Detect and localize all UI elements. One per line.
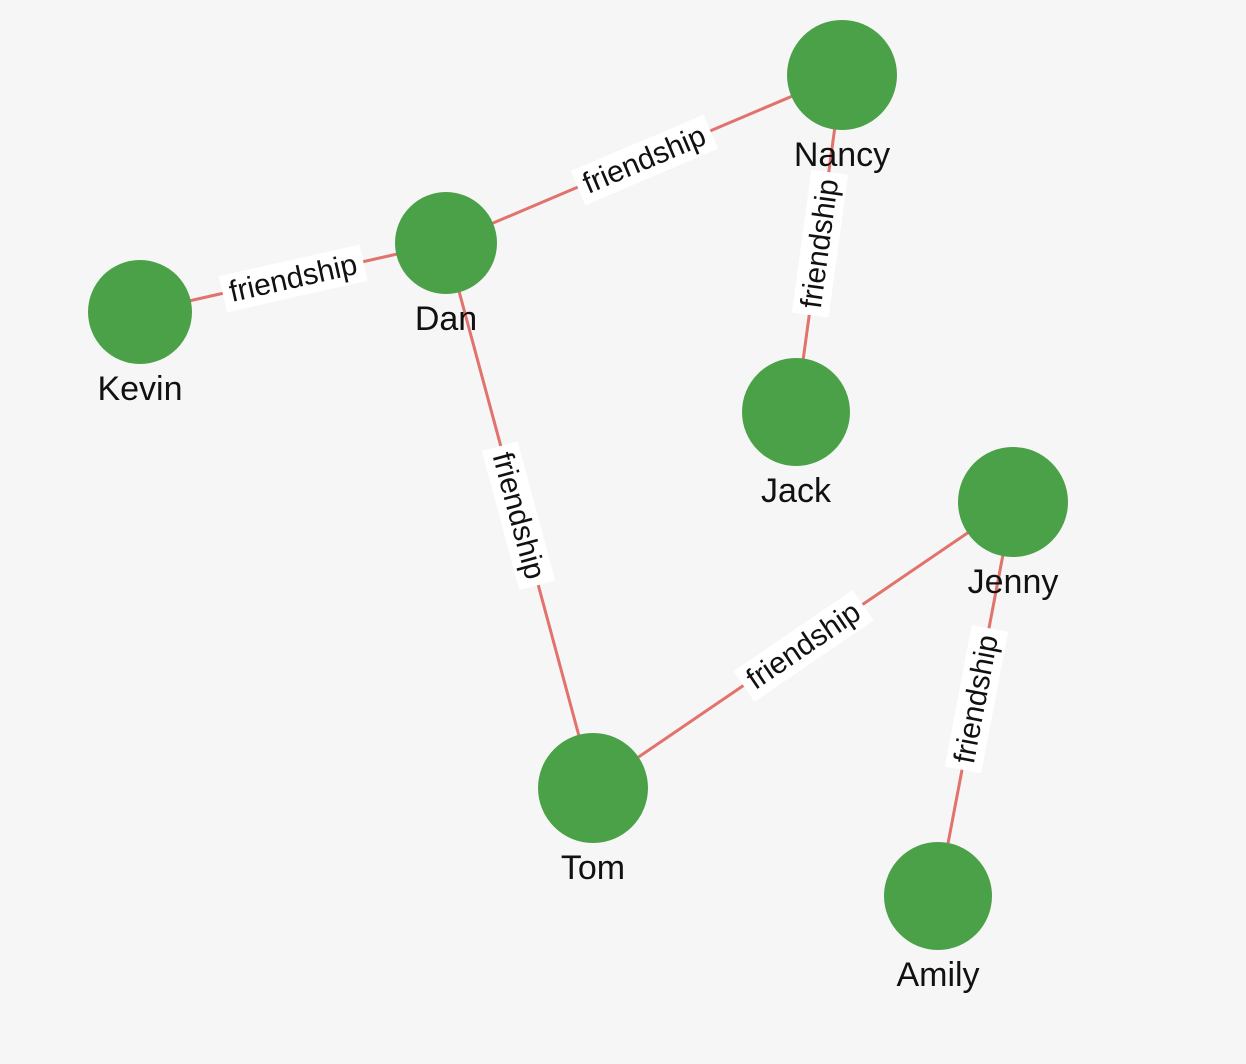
graph-node-amily[interactable] bbox=[884, 842, 992, 950]
graph-node-jack[interactable] bbox=[742, 358, 850, 466]
edge-label-background bbox=[944, 624, 1009, 774]
edge-label-background bbox=[733, 589, 874, 702]
graph-node-label-tom: Tom bbox=[561, 849, 625, 887]
svg-text:friendship: friendship bbox=[486, 449, 552, 583]
graph-node-label-kevin: Kevin bbox=[97, 370, 182, 408]
edge-label-background bbox=[481, 441, 556, 591]
graph-node-label-jack: Jack bbox=[761, 472, 832, 510]
edge-label-layer: friendship friendship friendship friendship… bbox=[218, 114, 1009, 774]
edge-label-background bbox=[791, 169, 849, 318]
graph-node-dan[interactable] bbox=[395, 192, 497, 294]
svg-text:friendship: friendship bbox=[226, 248, 360, 309]
graph-node-label-dan: Dan bbox=[415, 300, 477, 338]
graph-edge-label: friendship bbox=[944, 624, 1009, 774]
graph-node-tom[interactable] bbox=[538, 733, 648, 843]
svg-text:friendship: friendship bbox=[948, 632, 1005, 766]
graph-edge-label: friendship bbox=[733, 589, 874, 702]
graph-node-kevin[interactable] bbox=[88, 260, 192, 364]
graph-node-label-amily: Amily bbox=[896, 956, 979, 994]
graph-edge-label: friendship bbox=[570, 114, 718, 206]
svg-text:friendship: friendship bbox=[741, 596, 867, 697]
graph-node-label-nancy: Nancy bbox=[794, 136, 890, 174]
graph-edge-label: friendship bbox=[791, 169, 849, 318]
graph-edge-label: friendship bbox=[481, 441, 556, 591]
graph-node-jenny[interactable] bbox=[958, 447, 1068, 557]
edge-label-background bbox=[570, 114, 718, 206]
graph-edge-label: friendship bbox=[218, 244, 368, 313]
graph-node-nancy[interactable] bbox=[787, 20, 897, 130]
edge-label-background bbox=[218, 244, 368, 313]
graph-node-label-jenny: Jenny bbox=[968, 563, 1059, 601]
node-layer bbox=[88, 20, 1068, 950]
